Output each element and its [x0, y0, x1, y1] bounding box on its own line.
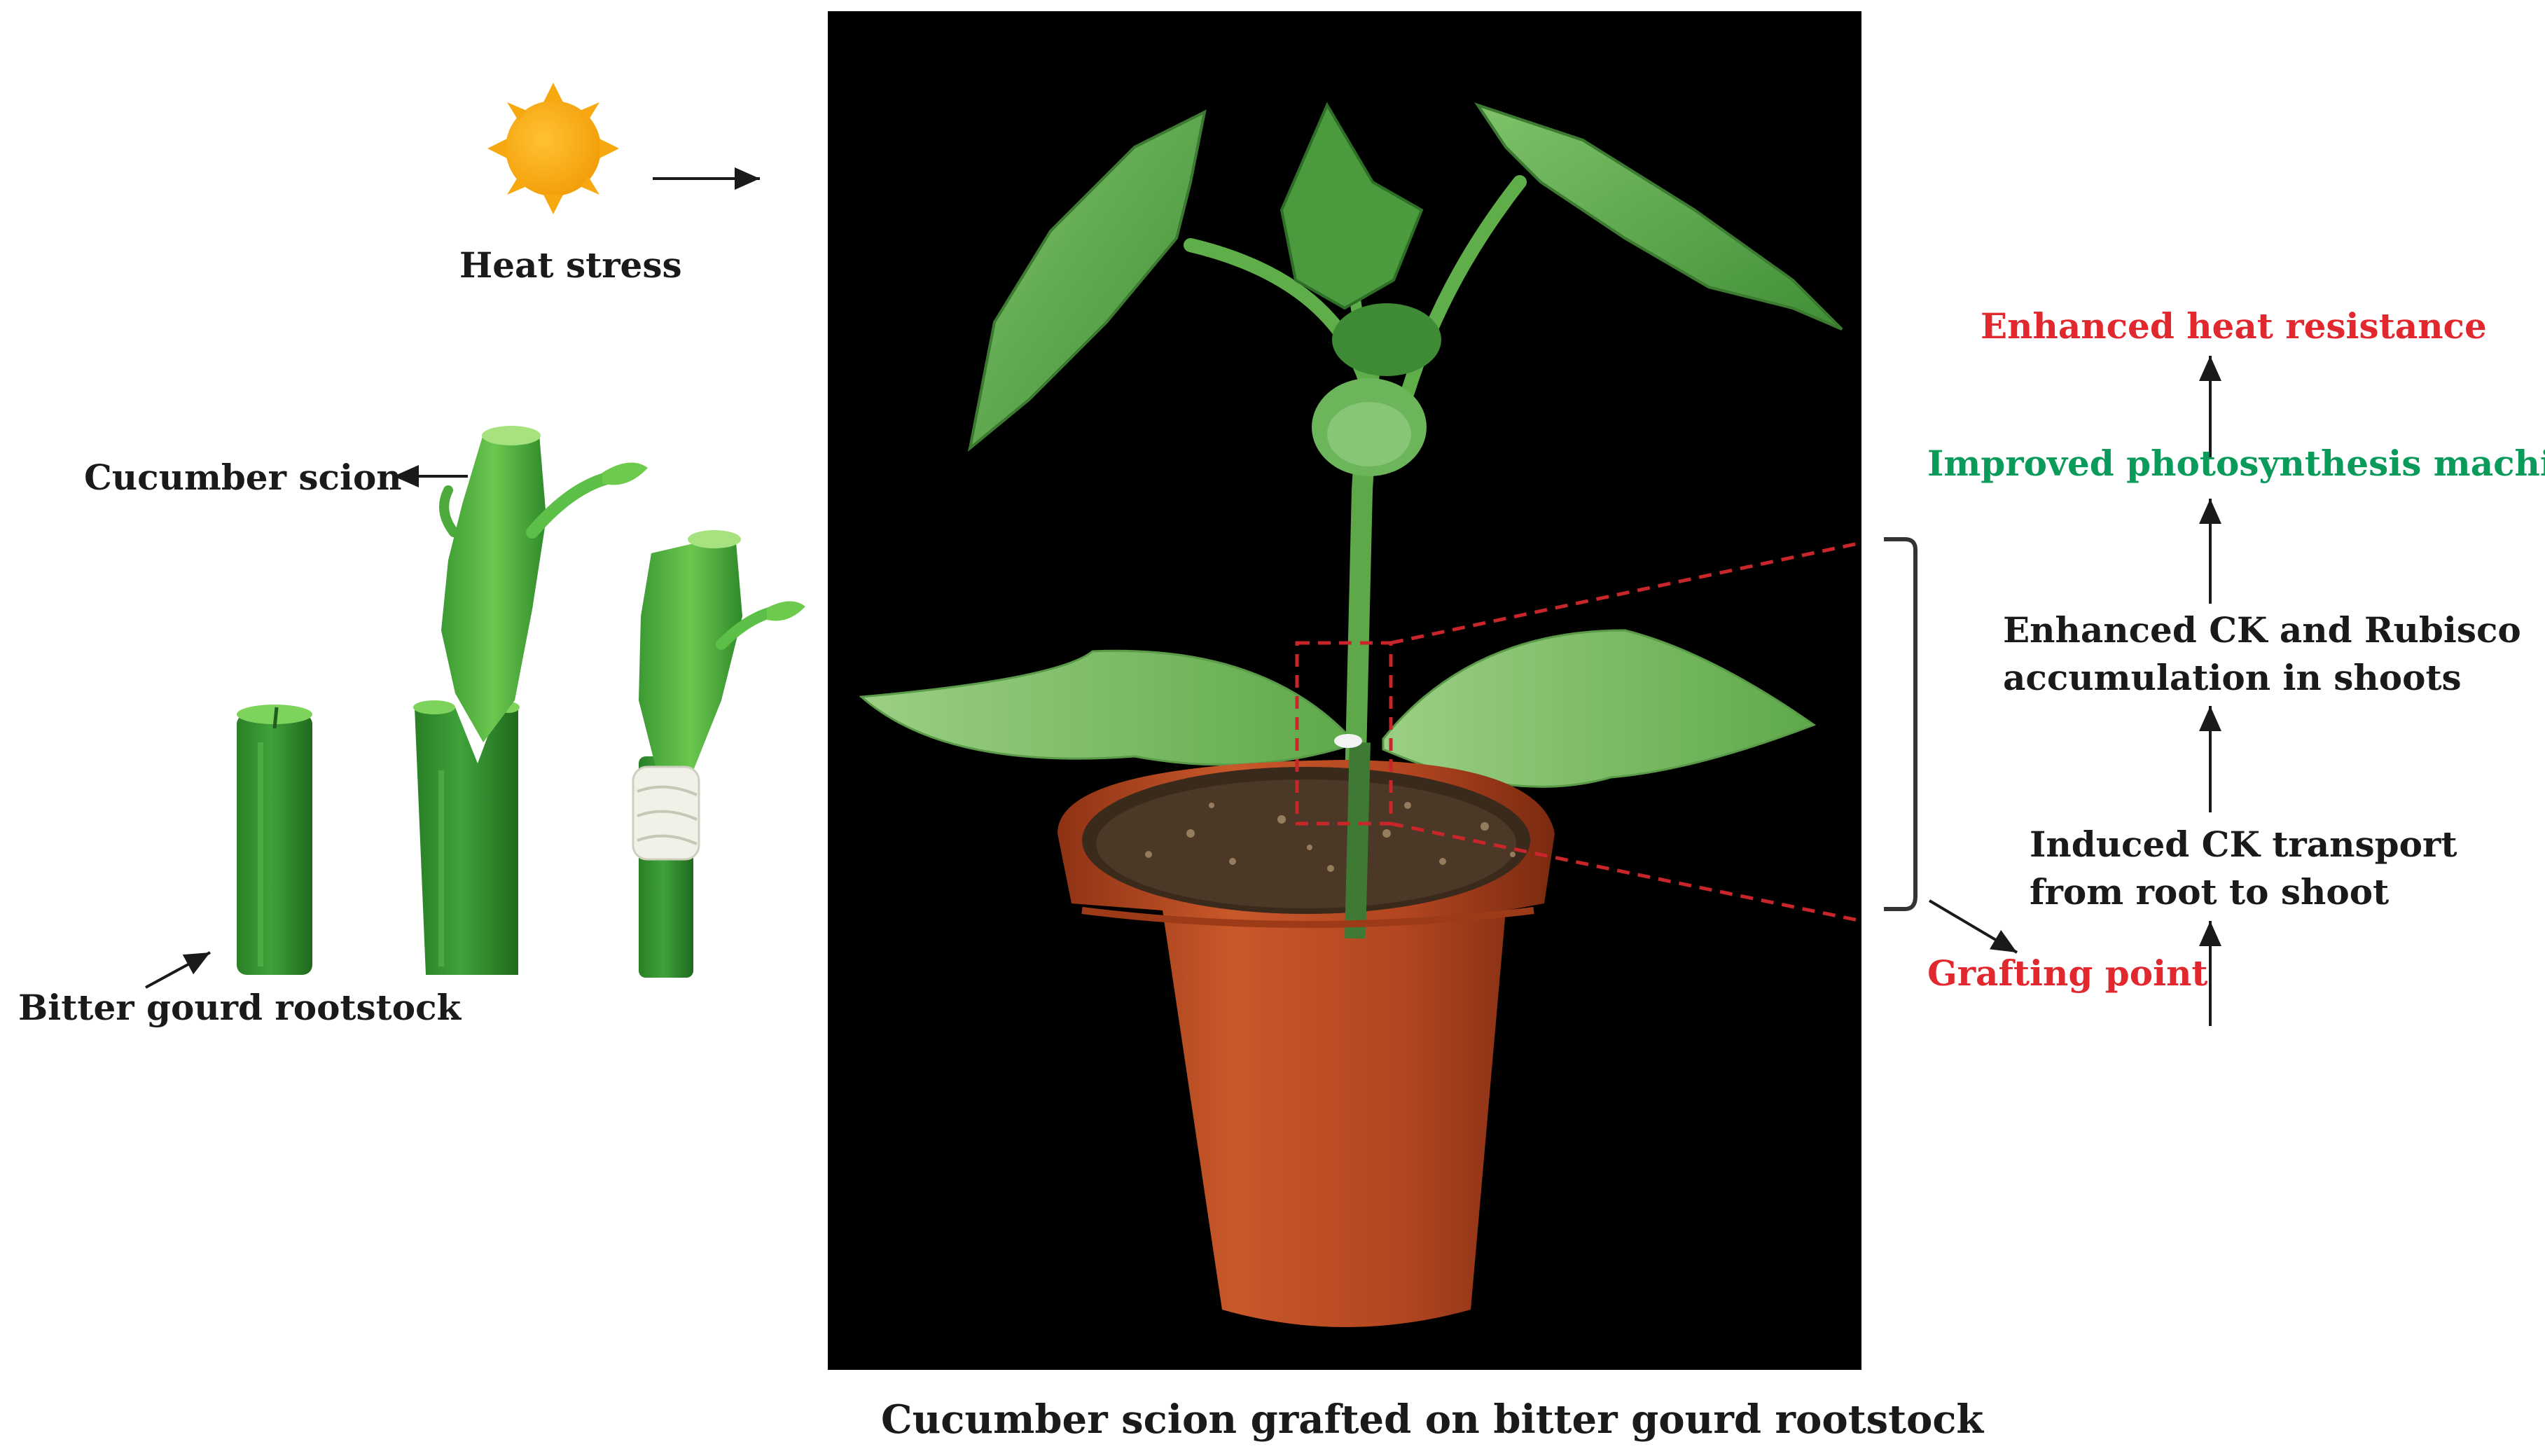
grafting-illustration — [237, 426, 805, 978]
ck-rubisco-label-1: Enhanced CK and Rubisco — [2003, 609, 2521, 651]
bracket-arrow — [1928, 899, 2018, 954]
ck-transport-label-1: Induced CK transport — [2030, 824, 2457, 865]
rootstock-stem — [237, 705, 312, 975]
plant-photo — [828, 11, 1862, 1370]
bitter-gourd-rootstock-label: Bitter gourd rootstock — [18, 987, 462, 1028]
figure-caption: Cucumber scion grafted on bitter gourd r… — [881, 1396, 1984, 1443]
graft-bracket — [1884, 537, 1918, 911]
enhanced-heat-resistance-label: Enhanced heat resistance — [1981, 305, 2487, 347]
heat-stress-label: Heat stress — [459, 244, 682, 286]
improved-photosynthesis-label: Improved photosynthesis machinery — [1927, 443, 2545, 484]
cut-rootstock — [413, 700, 520, 975]
rootstock-arrow — [145, 951, 211, 989]
ck-transport-label-2: from root to shoot — [2030, 871, 2390, 913]
cucumber-scion-label: Cucumber scion — [84, 457, 402, 498]
grafting-point-label: Grafting point — [1927, 952, 2208, 994]
grafted-seedling — [632, 530, 805, 978]
ck-rubisco-label-2: accumulation in shoots — [2003, 657, 2462, 698]
sun-icon — [487, 83, 619, 214]
cucumber-scion — [439, 426, 648, 742]
